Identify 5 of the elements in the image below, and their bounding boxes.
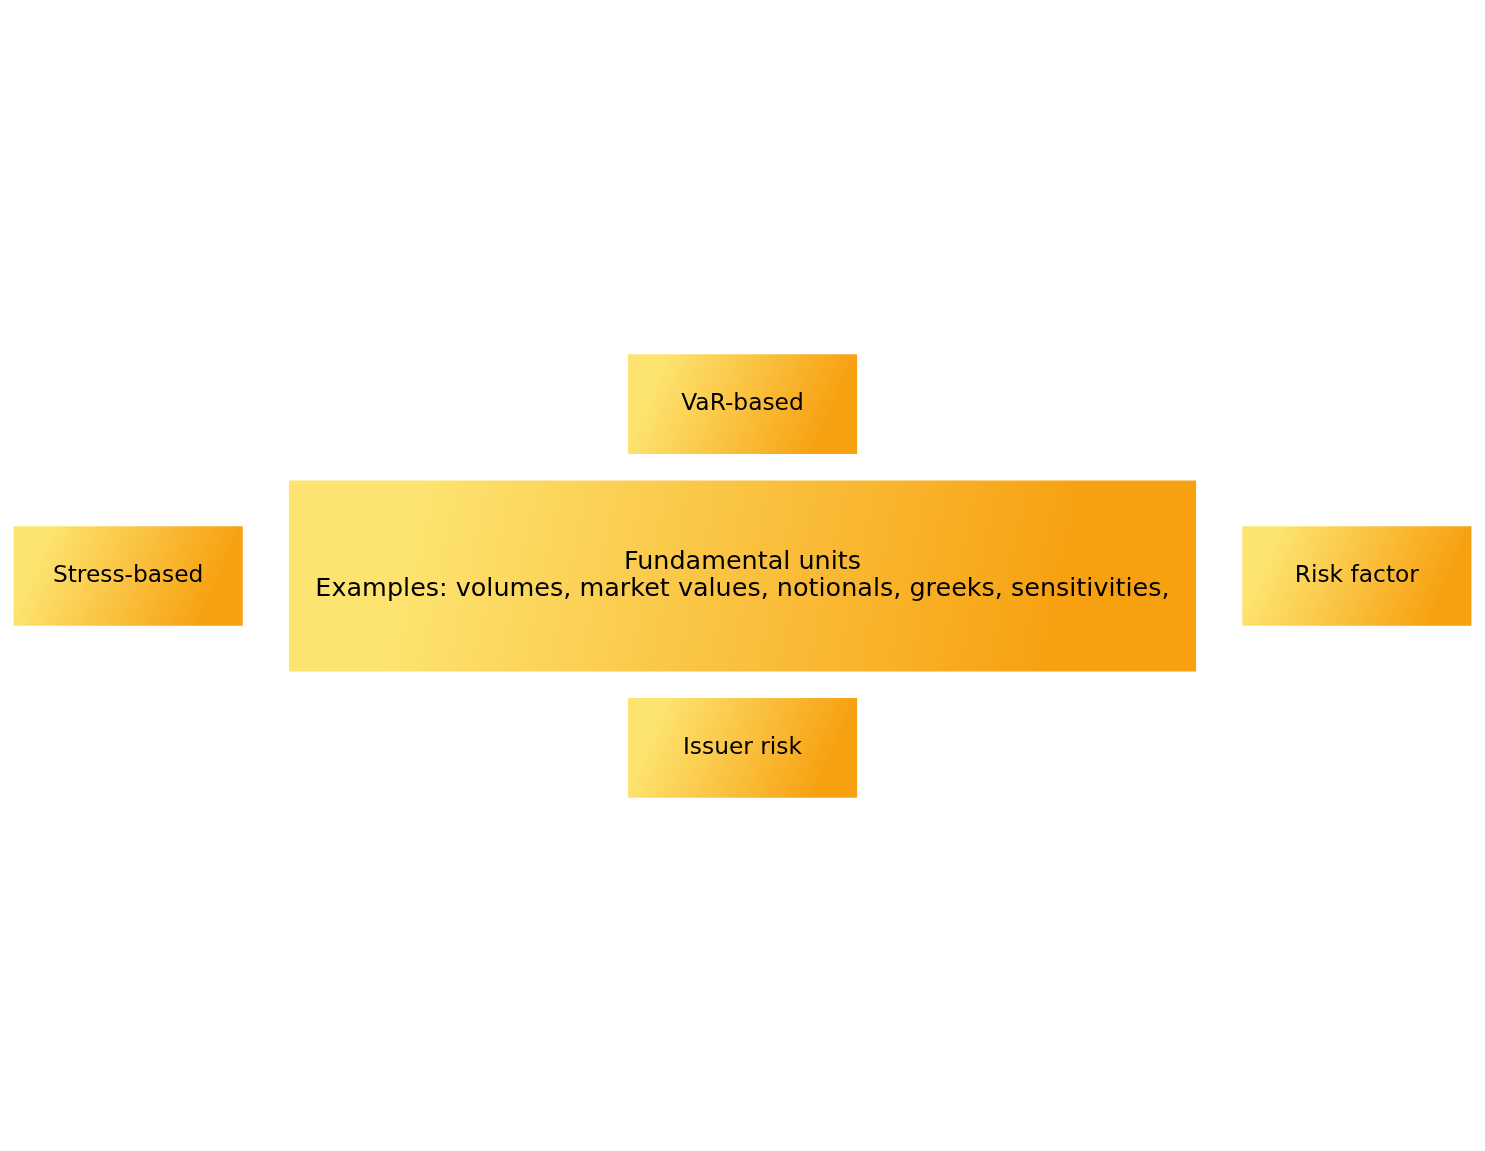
node-box: Fundamental units Examples: volumes, market values, notionals, greeks, sensitivities, (288, 480, 1197, 671)
node-box: Risk factor (1242, 525, 1472, 626)
node-box: VaR-based (627, 353, 858, 454)
node-box: Stress-based (13, 525, 243, 626)
node-box: Issuer risk (627, 697, 858, 798)
